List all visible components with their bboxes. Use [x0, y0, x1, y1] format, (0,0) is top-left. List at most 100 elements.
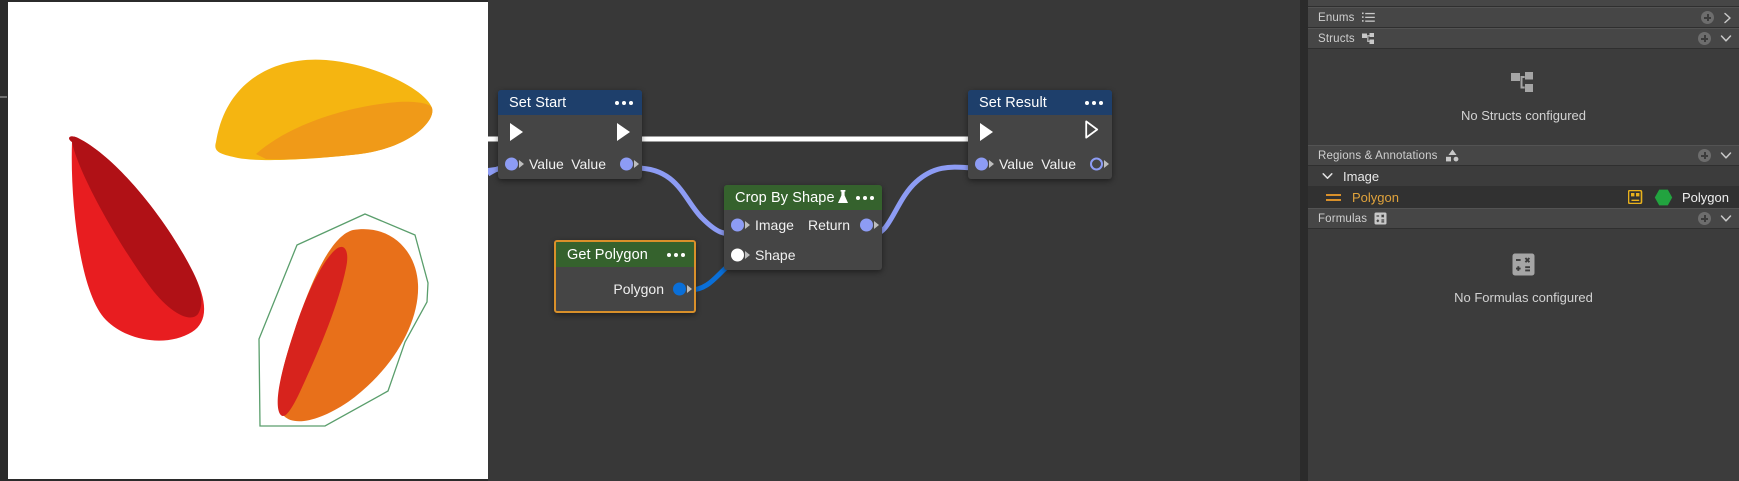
value-input-label: Value — [529, 156, 564, 172]
region-list-item[interactable]: Polygon — [1308, 186, 1739, 208]
polygon-pin-row: Polygon — [556, 267, 694, 311]
node-crop-by-shape[interactable]: Crop By Shape Image Return — [724, 185, 882, 270]
value-output-pin-tip — [634, 160, 639, 168]
exec-row — [968, 115, 1112, 149]
image-viewer-panel — [0, 0, 488, 481]
exec-input-arrow[interactable] — [980, 123, 993, 141]
return-output-label: Return — [807, 217, 850, 233]
node-set-result-header[interactable]: Set Result — [968, 90, 1112, 115]
image-shapes-svg — [69, 59, 433, 427]
section-header-structs[interactable]: Structs — [1308, 28, 1739, 49]
region-item-type: Polygon — [1682, 189, 1729, 205]
viewer-ruler-strip — [0, 0, 8, 481]
node-get-polygon[interactable]: Get Polygon Polygon — [554, 240, 696, 313]
chevron-down-icon[interactable] — [1720, 214, 1732, 223]
chevron-right-icon[interactable] — [1723, 12, 1732, 24]
section-header-partial — [1308, 0, 1739, 7]
linked-shape-icon[interactable] — [1628, 190, 1643, 204]
regions-group-image[interactable]: Image — [1308, 166, 1739, 186]
exec-output-arrow[interactable] — [1085, 120, 1099, 144]
shape-pin-row: Shape — [724, 240, 882, 270]
section-header-formulas[interactable]: Formulas — [1308, 208, 1739, 229]
image-canvas[interactable] — [8, 2, 488, 479]
value-output-label: Value — [571, 156, 606, 172]
shape-input-pin-tip — [745, 251, 750, 259]
value-input-pin[interactable] — [505, 157, 518, 171]
node-crop-by-shape-title: Crop By Shape — [735, 189, 835, 206]
section-title-regions: Regions & Annotations — [1318, 149, 1438, 162]
section-title-enums: Enums — [1318, 11, 1355, 24]
viewer-ruler-tick — [0, 96, 7, 98]
more-options-icon[interactable] — [667, 252, 685, 257]
green-hexagon-icon — [1654, 189, 1673, 206]
section-title-structs: Structs — [1318, 32, 1355, 45]
region-item-name: Polygon — [1352, 189, 1399, 205]
exec-input-arrow[interactable] — [510, 123, 523, 141]
enum-list-icon — [1361, 12, 1375, 23]
node-set-result-title: Set Result — [979, 94, 1047, 111]
image-pin-row: Image Return — [724, 210, 882, 240]
value-output-pin[interactable] — [1090, 157, 1103, 171]
chevron-down-icon[interactable] — [1720, 34, 1732, 43]
add-struct-button[interactable] — [1698, 32, 1711, 45]
image-input-label: Image — [755, 217, 794, 233]
polygon-output-pin[interactable] — [673, 282, 686, 296]
struct-tree-icon — [1361, 32, 1376, 45]
add-enum-button[interactable] — [1701, 11, 1714, 24]
regions-tree: Image Polygon — [1308, 166, 1739, 208]
yellow-petal — [215, 59, 433, 161]
regions-group-label: Image — [1343, 168, 1380, 184]
image-input-pin[interactable] — [731, 218, 744, 232]
drag-handle-icon[interactable] — [1326, 193, 1341, 202]
node-crop-by-shape-header[interactable]: Crop By Shape — [724, 185, 882, 210]
node-get-polygon-header[interactable]: Get Polygon — [556, 242, 694, 267]
return-output-pin[interactable] — [860, 218, 873, 232]
node-set-start-header[interactable]: Set Start — [498, 90, 642, 115]
structs-empty-text: No Structs configured — [1460, 107, 1586, 123]
chevron-down-icon[interactable] — [1322, 172, 1333, 180]
properties-panel: Enums — [1300, 0, 1739, 481]
polygon-outline[interactable] — [258, 213, 429, 427]
value-input-label: Value — [999, 156, 1034, 172]
node-graph-canvas[interactable]: Set Start Value Value — [488, 0, 1300, 481]
exec-output-arrow[interactable] — [617, 123, 630, 141]
more-options-icon[interactable] — [1085, 100, 1103, 105]
node-crop-by-shape-body: Image Return Shape — [724, 210, 882, 270]
section-header-regions[interactable]: Regions & Annotations — [1308, 145, 1739, 166]
orange-petal — [277, 229, 419, 422]
shape-input-label: Shape — [755, 247, 796, 263]
value-output-pin[interactable] — [620, 157, 633, 171]
value-input-pin-tip — [989, 160, 994, 168]
shapes-icon — [1445, 149, 1460, 162]
section-header-enums[interactable]: Enums — [1308, 7, 1739, 28]
formulas-empty-state: No Formulas configured — [1308, 229, 1739, 329]
image-input-pin-tip — [745, 221, 750, 229]
calculator-icon — [1374, 212, 1387, 225]
structs-empty-state: No Structs configured — [1308, 49, 1739, 145]
panel-gutter — [1300, 0, 1308, 481]
formulas-empty-text: No Formulas configured — [1454, 290, 1593, 305]
return-output-pin-tip — [874, 221, 879, 229]
value-output-label: Value — [1041, 156, 1076, 172]
more-options-icon[interactable] — [855, 195, 874, 200]
node-set-result-body: Value Value — [968, 115, 1112, 179]
value-input-pin[interactable] — [975, 157, 988, 171]
add-formula-button[interactable] — [1698, 212, 1711, 225]
node-set-result[interactable]: Set Result Value Value — [968, 90, 1112, 179]
polygon-output-pin-tip — [687, 285, 692, 293]
section-title-formulas: Formulas — [1318, 212, 1368, 225]
node-set-start-body: Value Value — [498, 115, 642, 179]
value-input-pin-tip — [519, 160, 524, 168]
value-pin-row: Value Value — [968, 149, 1112, 179]
node-get-polygon-title: Get Polygon — [567, 246, 648, 263]
polygon-output-label: Polygon — [613, 281, 664, 297]
struct-tree-icon — [1510, 71, 1537, 99]
node-set-start[interactable]: Set Start Value Value — [498, 90, 642, 179]
shape-input-pin[interactable] — [731, 248, 744, 262]
more-options-icon[interactable] — [615, 100, 633, 105]
chevron-down-icon[interactable] — [1720, 151, 1732, 160]
value-output-pin-tip — [1104, 160, 1109, 168]
node-set-start-title: Set Start — [509, 94, 567, 111]
add-region-button[interactable] — [1698, 149, 1711, 162]
